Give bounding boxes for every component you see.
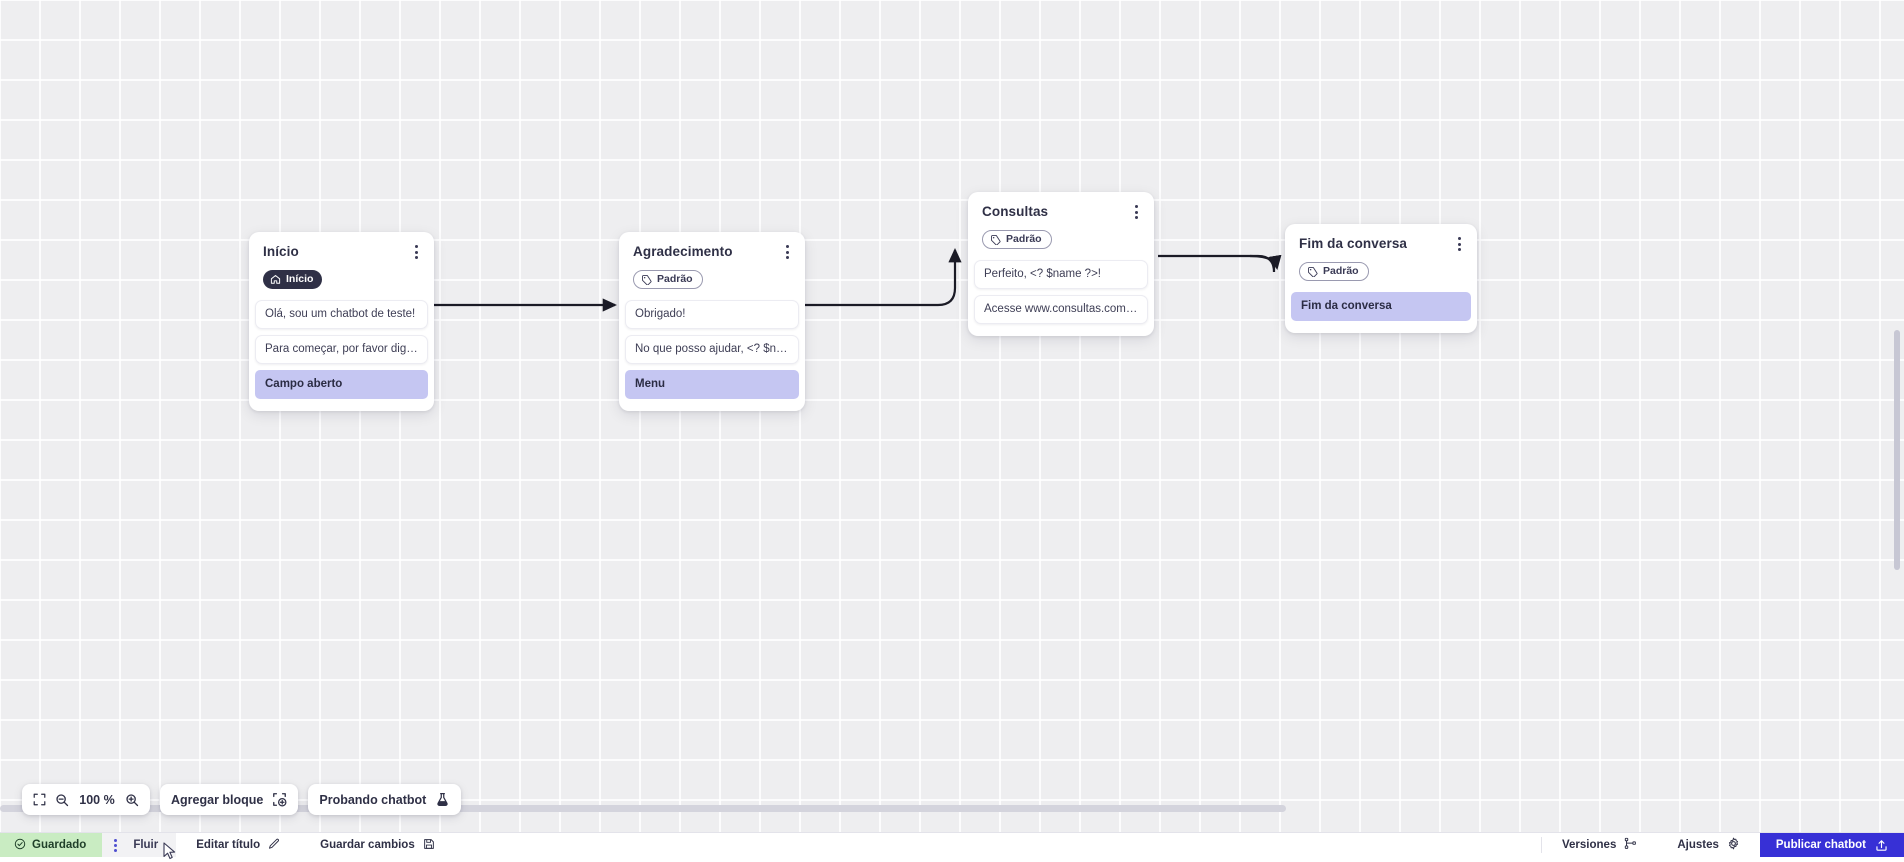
connector-consultas-fim bbox=[1158, 256, 1274, 272]
node-consultas[interactable]: Consultas Padrão Perfeito, <? $name ?>! … bbox=[968, 192, 1154, 336]
message-row-accent[interactable]: Campo aberto bbox=[255, 370, 428, 399]
canvas-toolbar: 100 % Agregar bloque Probando chatbot bbox=[22, 784, 461, 815]
node-messages: Olá, sou um chatbot de teste! Para começ… bbox=[249, 300, 434, 411]
message-row[interactable]: Obrigado! bbox=[625, 300, 799, 329]
connector-consultas-fim-tail bbox=[1158, 256, 1276, 274]
flow-tab-label: Fluir bbox=[133, 839, 158, 851]
gear-icon bbox=[1727, 837, 1740, 853]
badge-label: Padrão bbox=[1323, 266, 1359, 277]
node-menu-button[interactable] bbox=[408, 243, 424, 261]
badge-row: Padrão bbox=[619, 270, 805, 300]
edit-title-button[interactable]: Editar título bbox=[176, 833, 300, 857]
saved-status-badge: Guardado bbox=[0, 833, 102, 857]
message-row[interactable]: Acesse www.consultas.com par... bbox=[974, 295, 1148, 324]
pencil-icon bbox=[268, 838, 280, 853]
node-header: Consultas bbox=[968, 192, 1154, 230]
zoom-out-icon[interactable] bbox=[55, 793, 69, 807]
publish-label: Publicar chatbot bbox=[1776, 839, 1866, 851]
test-chatbot-button[interactable]: Probando chatbot bbox=[308, 784, 461, 815]
flask-icon bbox=[435, 792, 450, 807]
node-header: Agradecimento bbox=[619, 232, 805, 270]
node-messages: Obrigado! No que posso ajudar, <? $name … bbox=[619, 300, 805, 411]
badge-row: Padrão bbox=[968, 230, 1154, 260]
save-changes-button[interactable]: Guardar cambios bbox=[300, 833, 455, 857]
upload-icon bbox=[1875, 839, 1888, 852]
node-menu-button[interactable] bbox=[1451, 235, 1467, 253]
flow-tab[interactable]: Fluir bbox=[102, 833, 176, 857]
kebab-icon[interactable] bbox=[114, 839, 117, 852]
badge-row: Padrão bbox=[1285, 262, 1477, 292]
message-row-accent[interactable]: Fim da conversa bbox=[1291, 292, 1471, 321]
settings-label: Ajustes bbox=[1677, 839, 1719, 851]
edit-title-label: Editar título bbox=[196, 839, 260, 851]
node-menu-button[interactable] bbox=[1128, 203, 1144, 221]
badge-label: Padrão bbox=[1006, 234, 1042, 245]
versions-button[interactable]: Versiones bbox=[1542, 833, 1657, 857]
branch-icon bbox=[1624, 837, 1637, 853]
node-badge-padrao[interactable]: Padrão bbox=[982, 230, 1052, 249]
add-block-icon bbox=[272, 792, 287, 807]
node-header: Fim da conversa bbox=[1285, 224, 1477, 262]
node-inicio[interactable]: Início Início Olá, sou um chatbot de tes… bbox=[249, 232, 434, 411]
node-header: Início bbox=[249, 232, 434, 270]
node-title: Agradecimento bbox=[633, 244, 791, 260]
zoom-controls[interactable]: 100 % bbox=[22, 784, 150, 815]
connector-layer bbox=[0, 0, 1904, 832]
tag-icon bbox=[641, 274, 652, 285]
message-row[interactable]: Perfeito, <? $name ?>! bbox=[974, 260, 1148, 289]
fit-screen-icon[interactable] bbox=[33, 793, 46, 806]
badge-label: Padrão bbox=[657, 274, 693, 285]
node-fim-da-conversa[interactable]: Fim da conversa Padrão Fim da conversa bbox=[1285, 224, 1477, 333]
badge-label: Início bbox=[286, 274, 313, 285]
node-badge-padrao[interactable]: Padrão bbox=[633, 270, 703, 289]
node-title: Fim da conversa bbox=[1299, 236, 1463, 252]
node-title: Início bbox=[263, 244, 420, 260]
connector-consultas-fim-arrow bbox=[1250, 256, 1277, 268]
flow-canvas[interactable]: Início Início Olá, sou um chatbot de tes… bbox=[0, 0, 1904, 832]
node-messages: Fim da conversa bbox=[1285, 292, 1477, 333]
badge-row: Início bbox=[249, 270, 434, 300]
save-changes-label: Guardar cambios bbox=[320, 839, 415, 851]
zoom-level: 100 % bbox=[78, 793, 116, 807]
connector-agradecimento-consultas bbox=[805, 250, 955, 305]
node-badge-padrao[interactable]: Padrão bbox=[1299, 262, 1369, 281]
versions-label: Versiones bbox=[1562, 839, 1616, 851]
node-menu-button[interactable] bbox=[779, 243, 795, 261]
zoom-in-icon[interactable] bbox=[125, 793, 139, 807]
node-agradecimento[interactable]: Agradecimento Padrão Obrigado! No que po… bbox=[619, 232, 805, 411]
tag-icon bbox=[1307, 266, 1318, 277]
settings-button[interactable]: Ajustes bbox=[1657, 833, 1760, 857]
node-title: Consultas bbox=[982, 204, 1140, 220]
tag-icon bbox=[990, 234, 1001, 245]
node-badge-inicio[interactable]: Início bbox=[263, 270, 322, 289]
message-row[interactable]: Olá, sou um chatbot de teste! bbox=[255, 300, 428, 329]
message-row[interactable]: No que posso ajudar, <? $name ... bbox=[625, 335, 799, 364]
node-messages: Perfeito, <? $name ?>! Acesse www.consul… bbox=[968, 260, 1154, 336]
vertical-scrollbar[interactable] bbox=[1894, 330, 1900, 570]
floppy-icon bbox=[423, 838, 435, 853]
test-chatbot-label: Probando chatbot bbox=[319, 793, 426, 807]
check-circle-icon bbox=[14, 838, 26, 853]
message-row-accent[interactable]: Menu bbox=[625, 370, 799, 399]
home-icon bbox=[270, 274, 281, 285]
saved-label: Guardado bbox=[32, 839, 86, 851]
bottom-bar-spacer bbox=[455, 833, 1541, 857]
bottom-status-bar: Guardado Fluir Editar título Guardar cam… bbox=[0, 832, 1904, 857]
publish-chatbot-button[interactable]: Publicar chatbot bbox=[1760, 833, 1904, 857]
add-block-button[interactable]: Agregar bloque bbox=[160, 784, 298, 815]
message-row[interactable]: Para começar, por favor digite o ... bbox=[255, 335, 428, 364]
add-block-label: Agregar bloque bbox=[171, 793, 263, 807]
